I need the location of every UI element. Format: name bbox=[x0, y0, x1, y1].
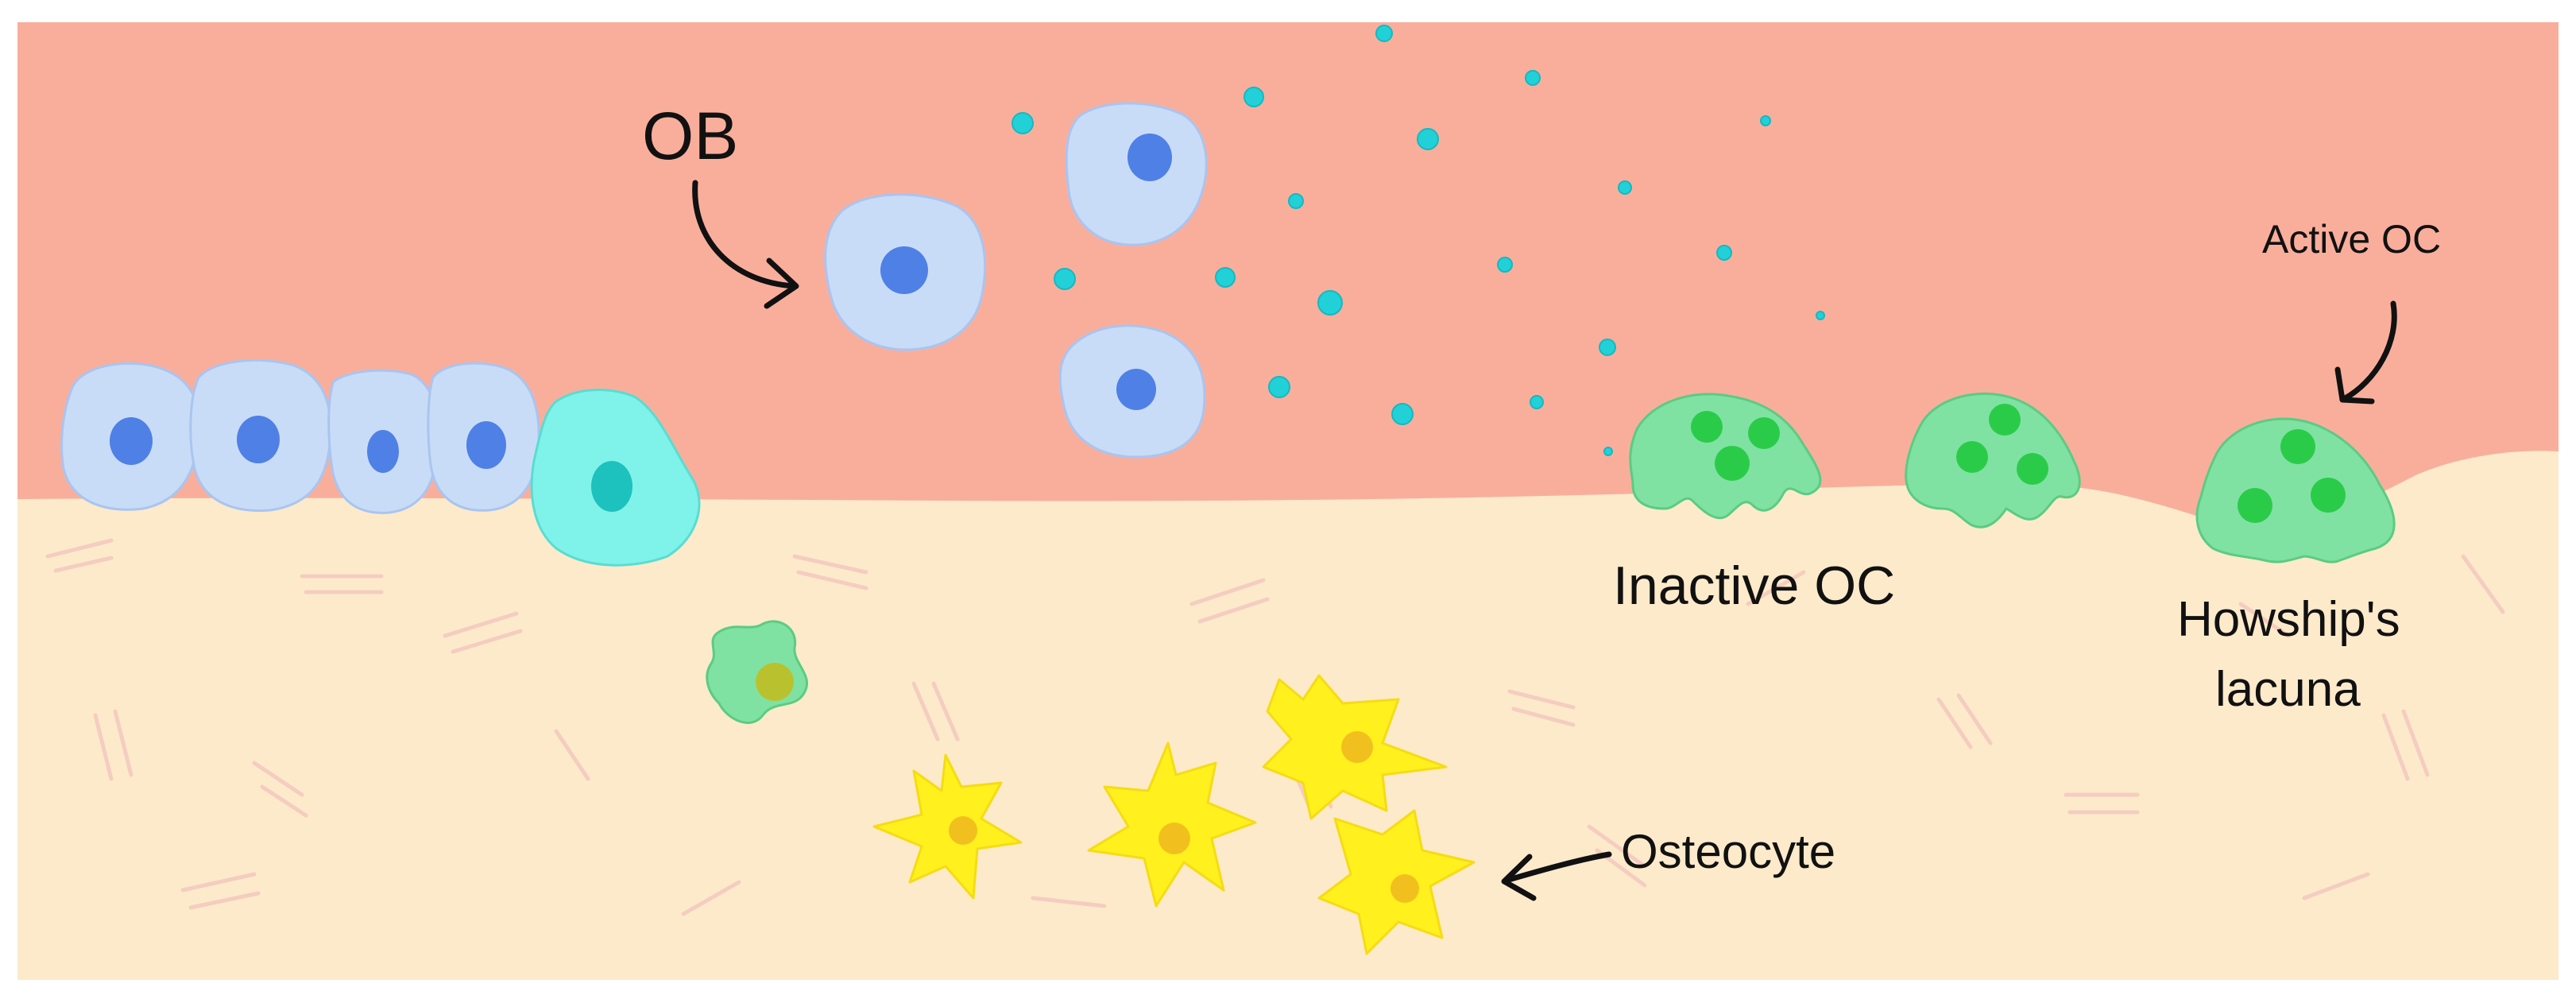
active-oc-arrow-head bbox=[2334, 366, 2375, 405]
ob-arrow bbox=[692, 180, 798, 289]
signal-dot bbox=[1599, 339, 1616, 356]
pre-osteoclast bbox=[706, 620, 808, 724]
signal-dot bbox=[1816, 311, 1825, 320]
signal-dot bbox=[1760, 115, 1771, 126]
osteoclast-cell bbox=[1905, 392, 2081, 529]
bone-lining-cell bbox=[530, 389, 701, 567]
signal-dot bbox=[1317, 290, 1343, 316]
signal-dot bbox=[1011, 112, 1034, 134]
signal-dot bbox=[1054, 268, 1076, 290]
osteoblast-cell bbox=[427, 362, 540, 512]
signal-dot bbox=[1417, 128, 1439, 150]
label-active-oc: Active OC bbox=[2262, 217, 2441, 261]
inactive-osteoclasts bbox=[1629, 392, 2081, 529]
signal-dot bbox=[1288, 193, 1304, 209]
floating-osteoblasts bbox=[824, 102, 1208, 459]
osteoblast-row bbox=[60, 358, 701, 567]
label-howships-lacuna-line1: Howship's bbox=[2177, 592, 2400, 647]
osteoclast-nucleus bbox=[2311, 478, 2346, 513]
label-inactive-oc: Inactive OC bbox=[1613, 556, 1895, 616]
signal-molecules bbox=[1011, 25, 1825, 456]
osteoblast-cell bbox=[327, 369, 439, 514]
signal-dot bbox=[1530, 395, 1544, 409]
osteocytes bbox=[872, 674, 1476, 955]
label-howships-lacuna-line2: lacuna bbox=[2215, 662, 2361, 717]
bone-fibers bbox=[45, 538, 2505, 916]
signal-dot bbox=[1268, 376, 1290, 398]
signal-dot bbox=[1497, 257, 1513, 273]
osteocyte-cell bbox=[1262, 674, 1448, 820]
signal-dot bbox=[1603, 447, 1613, 456]
signal-dot bbox=[1716, 245, 1732, 261]
signal-dot bbox=[1375, 25, 1393, 42]
osteoclast-nucleus bbox=[2238, 488, 2272, 523]
signal-dot bbox=[1391, 403, 1414, 425]
osteoblast-cell bbox=[1065, 102, 1208, 246]
label-ob: OB bbox=[642, 99, 738, 173]
osteocyte-cell bbox=[1317, 809, 1476, 955]
arrows bbox=[692, 180, 2397, 901]
osteoblast-cell bbox=[824, 193, 986, 351]
osteoclast-cell bbox=[1629, 393, 1822, 520]
signal-dot bbox=[1618, 180, 1632, 195]
osteoclast-nucleus bbox=[2280, 429, 2315, 464]
osteoblast-cell bbox=[189, 358, 332, 513]
active-osteoclast bbox=[2195, 417, 2396, 563]
signal-dot bbox=[1215, 267, 1236, 288]
osteocyte-arrow-head bbox=[1501, 854, 1537, 901]
osteocyte-cell bbox=[872, 753, 1023, 900]
active-oc-arrow bbox=[2341, 300, 2397, 402]
osteoblast-cell bbox=[1058, 324, 1206, 459]
osteoblast-cell bbox=[60, 362, 201, 511]
osteocyte-arrow bbox=[1503, 851, 1612, 884]
label-osteocyte: Osteocyte bbox=[1621, 825, 1835, 878]
signal-dot bbox=[1244, 87, 1264, 107]
signal-dot bbox=[1525, 70, 1541, 86]
ob-arrow-head bbox=[764, 257, 799, 309]
osteocyte-cell bbox=[1087, 742, 1257, 908]
